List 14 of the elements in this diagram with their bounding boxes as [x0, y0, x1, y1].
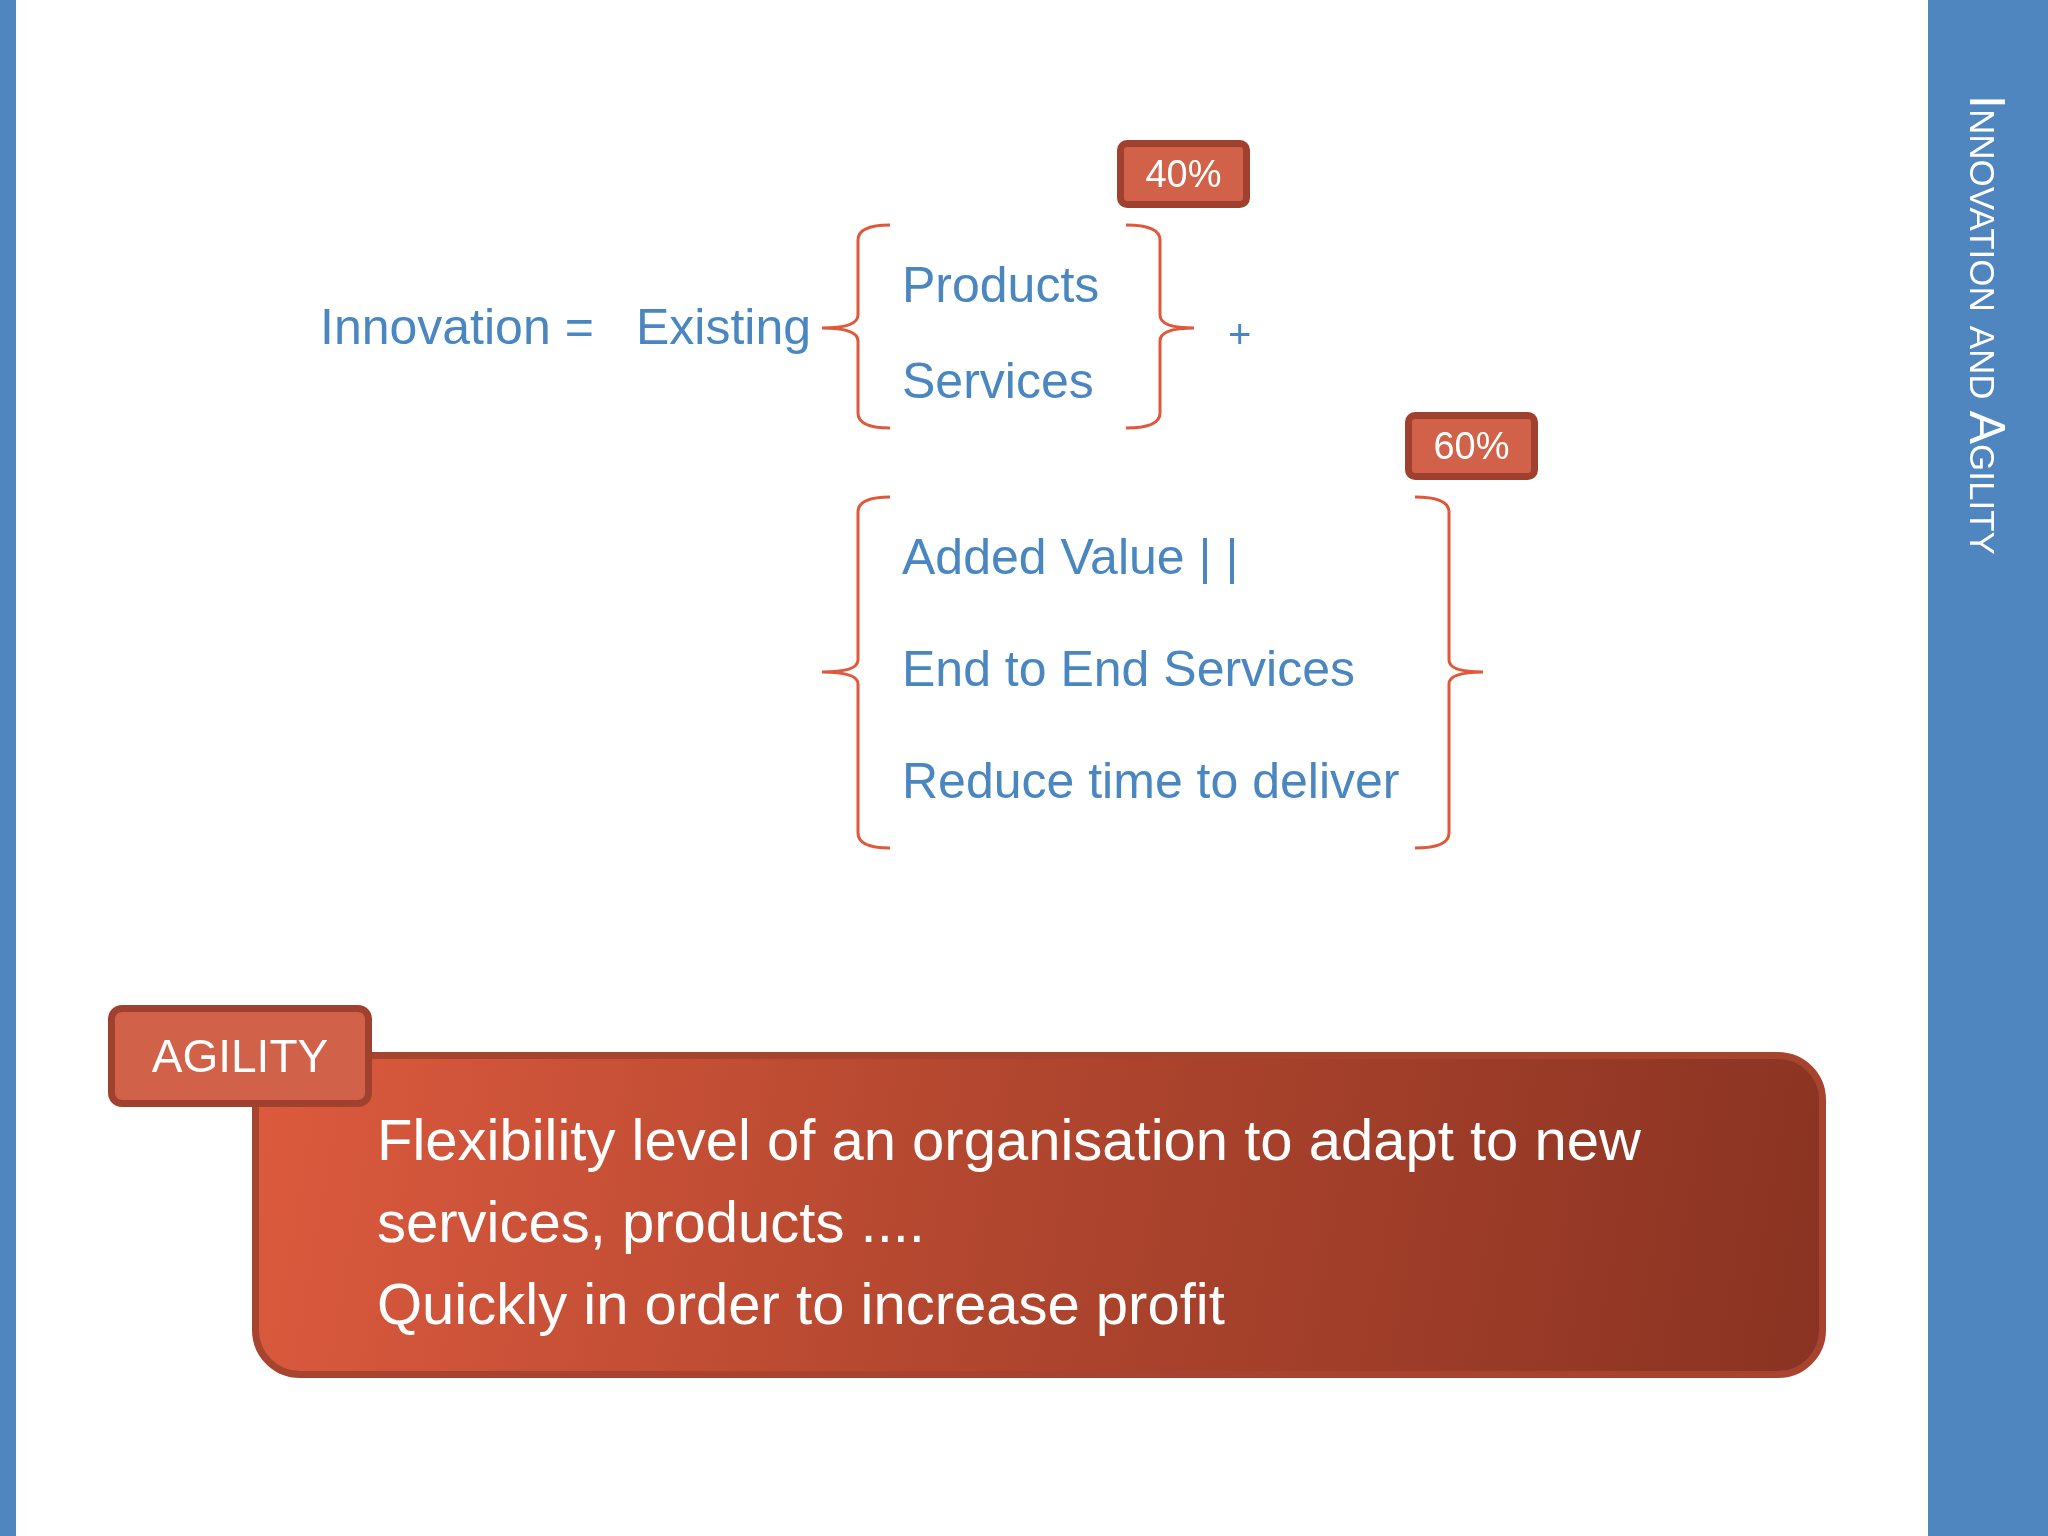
heading-tag: AGILITY — [108, 1005, 372, 1107]
definition-text: Flexibility level of an organisation to adapt to new services, products .... — [377, 1106, 1642, 1256]
list-item: Reduce time to deliver — [902, 756, 1400, 806]
percent-badge: 60% — [1405, 412, 1538, 480]
slide-title: Innovation and Agility — [1962, 95, 2012, 555]
list-item: Services — [902, 356, 1094, 406]
list-item: Products — [902, 260, 1100, 310]
formula-text: Innovation = — [320, 302, 594, 352]
list-item: End to End Services — [902, 644, 1356, 694]
plus-sign: + — [1228, 314, 1252, 354]
formula-text: Existing — [636, 302, 812, 352]
percent-badge: 40% — [1117, 140, 1250, 208]
definition-text: Quickly in order to increase profit — [377, 1270, 1226, 1338]
list-item: Added Value | | — [902, 532, 1239, 582]
